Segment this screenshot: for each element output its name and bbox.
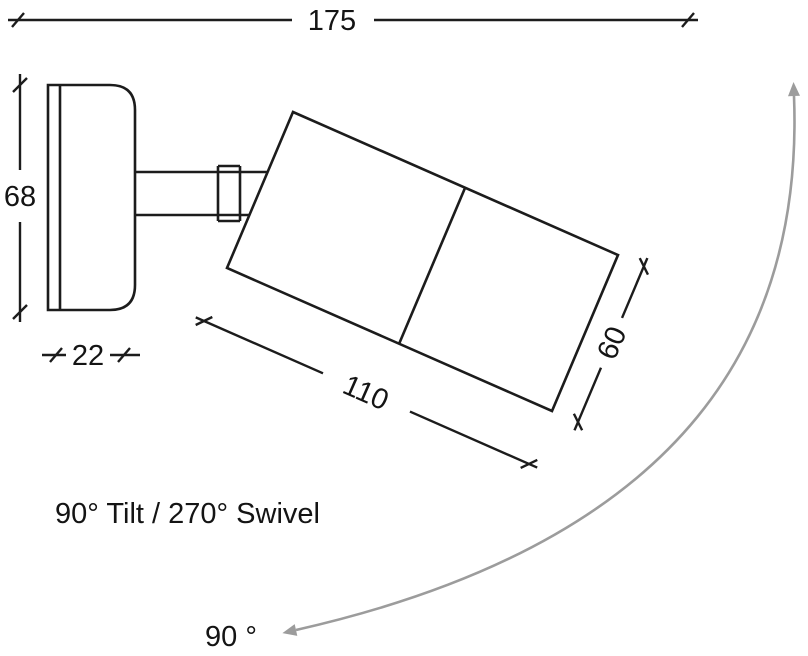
dimension-overall-width: 175 xyxy=(8,5,698,37)
dimension-label-backplate-height: 68 xyxy=(4,181,36,213)
dimension-tick xyxy=(12,77,28,93)
backplate xyxy=(46,83,137,312)
arrowhead-left-icon xyxy=(282,624,298,636)
dimension-label-backplate-depth: 22 xyxy=(72,340,104,372)
dimension-tick xyxy=(12,304,28,320)
tilt-swivel-note: 90° Tilt / 270° Swivel xyxy=(55,498,320,530)
dimension-line xyxy=(195,316,324,375)
dimension-label-overall-width: 175 xyxy=(308,5,356,37)
arrowhead-up-icon xyxy=(788,82,800,97)
backplate-outline xyxy=(46,83,137,312)
swivel-arc xyxy=(295,95,796,632)
dimension-line xyxy=(620,257,649,319)
swivel-angle-label: 90 ° xyxy=(205,621,257,653)
dimension-tick xyxy=(572,413,584,431)
dimension-tick xyxy=(11,12,25,28)
dimension-tick xyxy=(638,257,650,276)
dimension-backplate-height: 68 xyxy=(4,74,36,322)
dimension-tick xyxy=(117,347,131,363)
dimension-line xyxy=(573,367,603,431)
dimension-line xyxy=(409,410,538,469)
dimension-label-head-length: 110 xyxy=(338,369,393,417)
dimension-tick xyxy=(49,347,63,363)
dimension-tick xyxy=(520,458,538,469)
dimension-tick xyxy=(195,315,213,327)
dimension-label-head-diameter: 60 xyxy=(591,322,633,364)
dimension-tick xyxy=(681,12,695,28)
head-body-outline xyxy=(225,110,620,413)
mounting-arm xyxy=(135,164,267,223)
swivel-range-arrow xyxy=(282,82,800,636)
spotlight-head xyxy=(225,110,620,413)
head-divider-line xyxy=(397,187,467,345)
dimension-backplate-depth: 22 xyxy=(42,340,140,372)
